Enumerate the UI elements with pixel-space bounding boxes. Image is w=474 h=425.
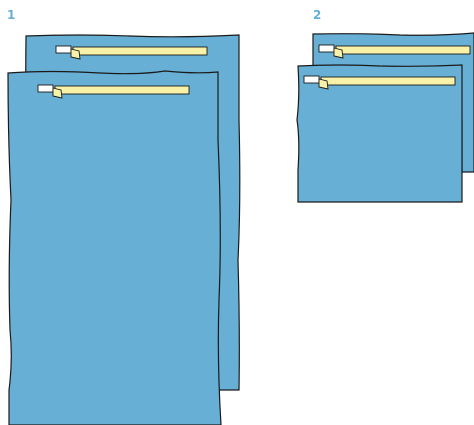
release-tab-fold-icon [71,49,80,59]
panel-2 [297,33,474,202]
panel-1 [8,35,240,425]
release-tab-icon [304,76,319,83]
release-tab-fold-icon [334,48,343,58]
release-tab-fold-icon [319,79,328,89]
adhesive-strip-icon [55,86,189,94]
release-tab-icon [319,45,334,52]
release-tab-icon [38,85,53,92]
adhesive-strip-icon [336,46,470,54]
adhesive-strip-icon [321,77,455,85]
adhesive-strip-icon [73,47,207,55]
drape-sheet-icon [8,71,221,425]
release-tab-fold-icon [53,88,62,98]
release-tab-icon [56,46,71,53]
